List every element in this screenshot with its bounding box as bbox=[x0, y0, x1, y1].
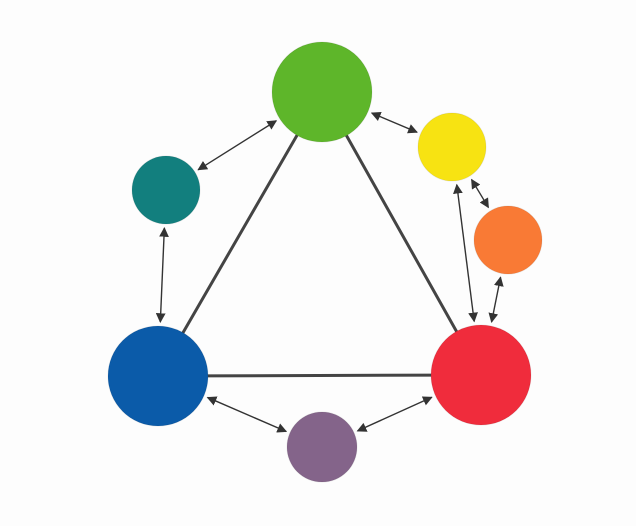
arrow-blue-teal bbox=[155, 226, 169, 324]
green-node bbox=[271, 41, 373, 143]
arrow-purple-blue bbox=[206, 396, 288, 433]
edge-red-blue bbox=[200, 373, 439, 378]
red-node bbox=[430, 324, 532, 426]
arrow-red-purple bbox=[356, 396, 433, 432]
color-nodes bbox=[107, 41, 543, 483]
orange-node bbox=[473, 205, 543, 275]
arrow-yellow-red bbox=[453, 183, 478, 323]
arrow-teal-green bbox=[197, 120, 278, 171]
edge-green-red bbox=[342, 128, 461, 339]
arrow-yellow-orange bbox=[471, 178, 489, 209]
edge-blue-green bbox=[178, 128, 302, 340]
arrows bbox=[155, 111, 504, 433]
blue-node bbox=[107, 325, 209, 427]
arrow-orange-red bbox=[488, 276, 504, 324]
primary-edges bbox=[178, 128, 461, 378]
purple-node bbox=[286, 411, 358, 483]
yellow-node bbox=[417, 112, 487, 182]
teal-node bbox=[131, 155, 201, 225]
arrow-green-yellow bbox=[370, 111, 418, 134]
